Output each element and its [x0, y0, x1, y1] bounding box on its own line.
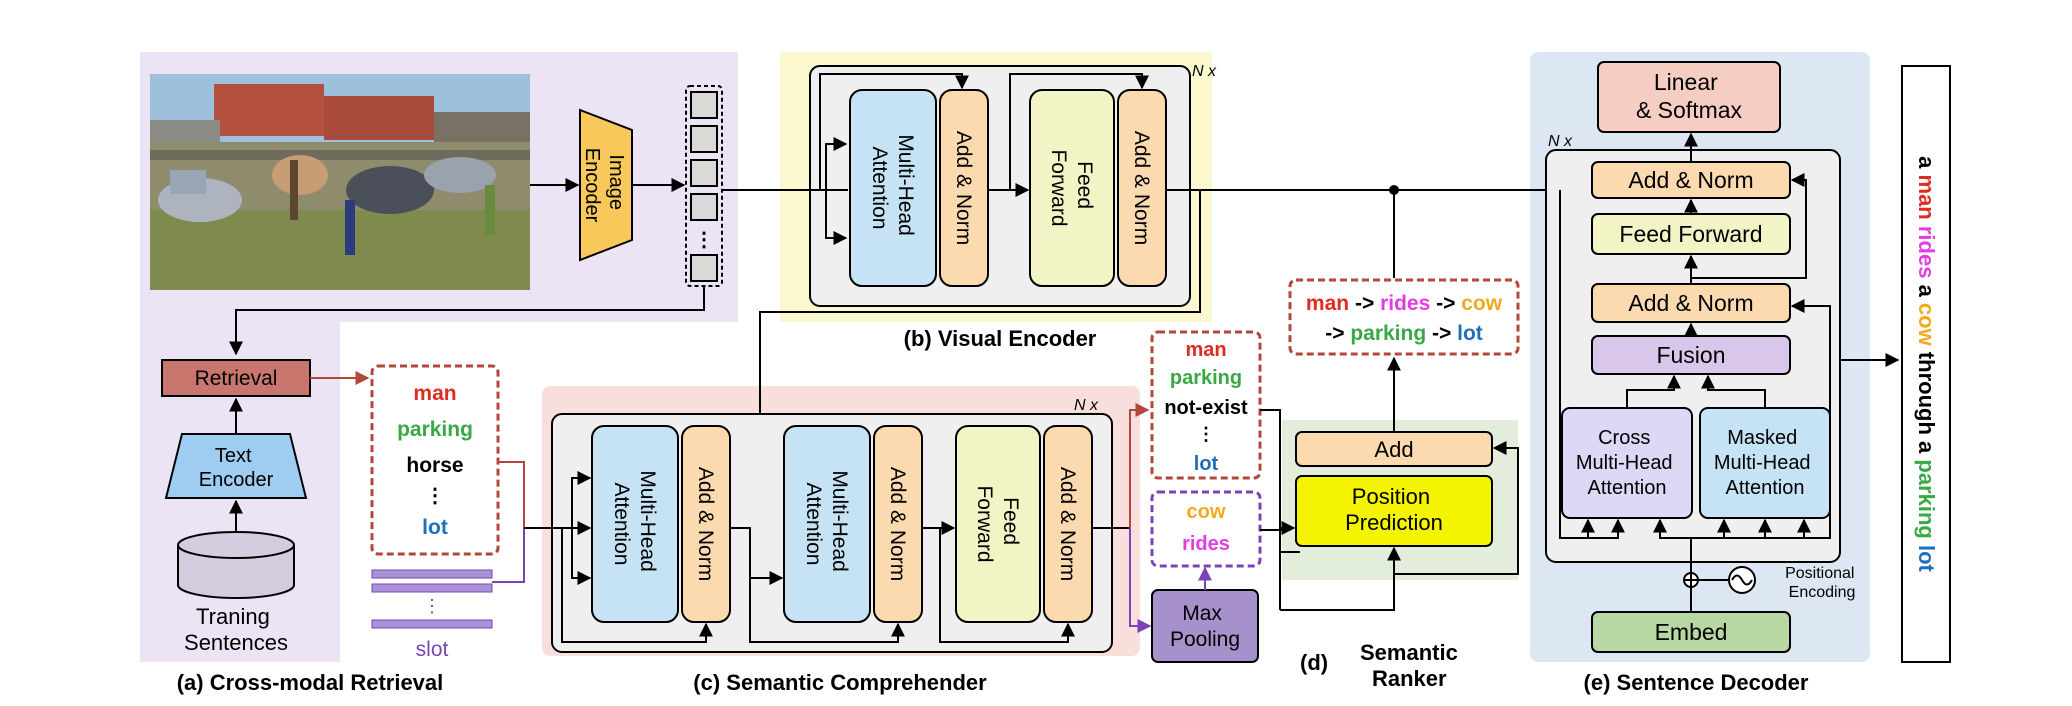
output-word: cow	[1914, 297, 1939, 347]
ve-arrows	[722, 73, 1560, 245]
dec-cross-mha-label: Cross Multi-Head Attention	[1576, 427, 1678, 499]
slot-embeddings	[371, 569, 493, 629]
sc-addnorm-1-label: Add & Norm	[694, 467, 717, 581]
ve-addnorm-2-box	[1117, 89, 1167, 287]
dec-masked-mha-label: Masked Multi-Head Attention	[1714, 427, 1816, 499]
ve-addnorm-1-label: Add & Norm	[952, 131, 975, 245]
embed-box	[1591, 611, 1791, 653]
sc-addnorm-2-label: Add & Norm	[886, 467, 909, 581]
arrow-to-filtered-words	[1129, 403, 1150, 528]
ranked-words-box	[1288, 278, 1520, 356]
output-word: man	[1914, 168, 1939, 219]
filtered-word-lot: lot	[1194, 453, 1219, 475]
filtered-word-not-exist: not-exist	[1164, 397, 1248, 419]
feature-stack-dots: ⋮	[694, 229, 714, 251]
ve-addnorm-1-box	[939, 89, 989, 287]
dec-fusion-label: Fusion	[1656, 342, 1725, 368]
retrieved-word-parking: parking	[397, 418, 473, 441]
output-word: a	[1914, 435, 1939, 454]
sc-mha-2-label: Multi-Head Attention	[802, 470, 851, 577]
sc-addnorm-3-label: Add & Norm	[1056, 467, 1079, 581]
dec-feed-forward-label: Feed Forward	[1619, 221, 1762, 247]
retrieval-label: Retrieval	[195, 367, 278, 390]
ve-ff-label: Feed Forward	[1047, 149, 1096, 226]
image-encoder-block	[579, 108, 633, 262]
positional-encoding-adder	[1683, 572, 1728, 588]
panel-d-caption: (d) Semantic Ranker	[1300, 640, 1464, 691]
ranked-words-line-1: man -> rides -> cow	[1306, 292, 1503, 315]
sc-mha-1-box	[591, 425, 679, 623]
sc-arrows	[524, 471, 1130, 643]
retrieved-word-man: man	[413, 382, 456, 405]
filtered-word-parking: parking	[1170, 367, 1242, 389]
retrieval-box	[161, 359, 311, 397]
visual-feature-stack	[685, 85, 723, 287]
linear-softmax-box	[1597, 61, 1781, 133]
position-prediction-box	[1295, 475, 1493, 547]
ranked-words-line-2: -> parking -> lot	[1325, 322, 1483, 345]
retrieved-word-horse: horse	[406, 454, 463, 477]
decoder-arrows	[1559, 132, 1900, 612]
output-word: rides	[1914, 220, 1939, 279]
decoder-repeat: N x	[1548, 133, 1573, 150]
arrow-words-to-comprehender	[498, 461, 525, 528]
sc-addnorm-3-box	[1043, 425, 1093, 623]
output-word: a	[1914, 278, 1939, 297]
positional-encoding-icon	[1728, 566, 1756, 594]
visual-encoder-repeat: N x	[1192, 63, 1217, 80]
output-word: a	[1914, 156, 1939, 169]
slot-label: slot	[416, 638, 449, 661]
dec-addnorm-mid-label: Add & Norm	[1628, 290, 1753, 316]
output-sentence: a man rides a cow through a parking lot	[1914, 156, 1939, 572]
retrieved-words-dots: ⋮	[425, 485, 445, 507]
sc-ff-box	[955, 425, 1041, 623]
output-word: parking	[1914, 453, 1939, 539]
sc-addnorm-1-box	[681, 425, 731, 623]
arrow-to-max-pooling	[1129, 528, 1152, 633]
comprehender-repeat: N x	[1074, 397, 1099, 414]
filtered-word-man: man	[1185, 339, 1226, 361]
retrieved-words-box	[370, 364, 500, 556]
arrow-features-to-retrieval	[229, 286, 705, 356]
training-sentences-label: Traning Sentences	[184, 604, 288, 655]
dec-addnorm-top-label: Add & Norm	[1628, 167, 1753, 193]
output-word: through	[1914, 346, 1939, 435]
output-sentence-box	[1901, 65, 1951, 663]
ranker-junction-dot	[1389, 185, 1399, 195]
slot-dots: ⋮	[423, 596, 441, 616]
max-pooling-box	[1151, 589, 1259, 663]
sc-addnorm-2-box	[873, 425, 923, 623]
ranker-arrows	[1260, 190, 1519, 611]
predicted-word-cow: cow	[1187, 501, 1226, 523]
output-word: lot	[1914, 539, 1939, 573]
ve-mha-box	[849, 89, 937, 287]
ve-ff-box	[1029, 89, 1115, 287]
sc-mha-2-box	[783, 425, 871, 623]
positional-encoding-label: Positional Encoding	[1785, 565, 1859, 601]
ve-addnorm-2-label: Add & Norm	[1130, 131, 1153, 245]
training-sentences-database	[177, 531, 295, 599]
panel-a-caption: (a) Cross-modal Retrieval	[177, 670, 444, 695]
ve-mha-label: Multi-Head Attention	[868, 134, 917, 241]
linear-softmax-label: Linear & Softmax	[1636, 69, 1743, 123]
position-prediction-label: Position Prediction	[1345, 484, 1443, 535]
image-encoder-label: Image Encoder	[581, 148, 627, 223]
text-encoder-label: Text Encoder	[199, 445, 274, 491]
filtered-words-box	[1150, 330, 1262, 480]
text-encoder-block	[164, 433, 308, 499]
predicted-word-rides: rides	[1182, 533, 1230, 555]
input-photo	[150, 74, 530, 290]
panel-b-caption: (b) Visual Encoder	[904, 326, 1097, 351]
add-label: Add	[1374, 437, 1413, 462]
max-pooling-label: Max Pooling	[1170, 602, 1240, 651]
filtered-words-dots: ⋮	[1197, 424, 1215, 444]
arrow-slot-to-comprehender	[492, 528, 525, 583]
retrieved-word-lot: lot	[422, 516, 448, 539]
panel-e-caption: (e) Sentence Decoder	[1584, 670, 1809, 695]
panel-c-caption: (c) Semantic Comprehender	[693, 670, 987, 695]
embed-label: Embed	[1655, 619, 1728, 645]
sc-mha-1-label: Multi-Head Attention	[610, 470, 659, 577]
sc-ff-label: Feed Forward	[973, 485, 1022, 562]
